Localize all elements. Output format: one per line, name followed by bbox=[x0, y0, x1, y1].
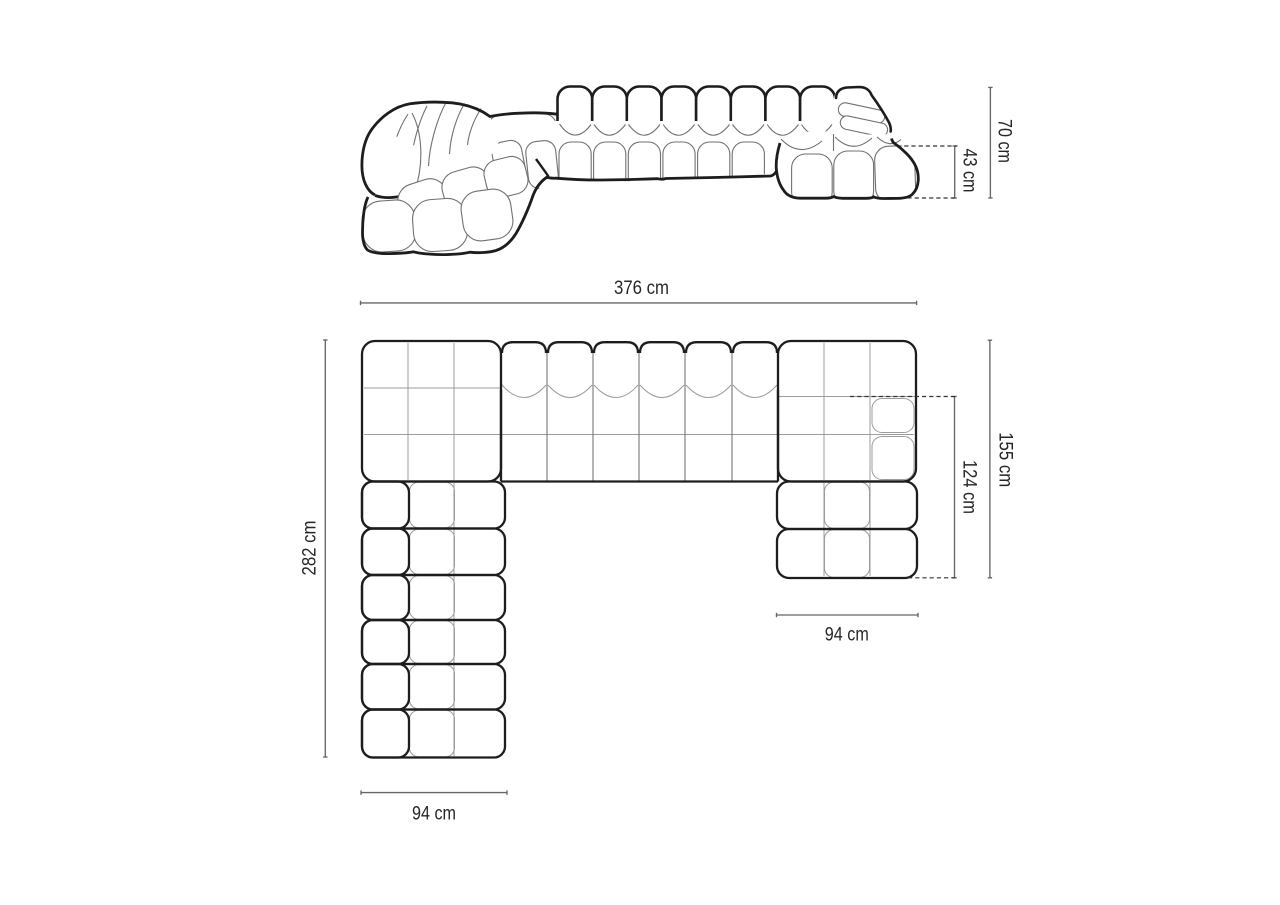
svg-text:94 cm: 94 cm bbox=[412, 804, 456, 825]
svg-text:282 cm: 282 cm bbox=[299, 521, 320, 576]
svg-text:124 cm: 124 cm bbox=[959, 460, 980, 514]
svg-text:94 cm: 94 cm bbox=[825, 625, 869, 646]
svg-text:376 cm: 376 cm bbox=[614, 278, 669, 299]
svg-text:70 cm: 70 cm bbox=[994, 119, 1015, 163]
svg-text:43 cm: 43 cm bbox=[959, 149, 980, 193]
svg-text:155 cm: 155 cm bbox=[995, 432, 1016, 487]
